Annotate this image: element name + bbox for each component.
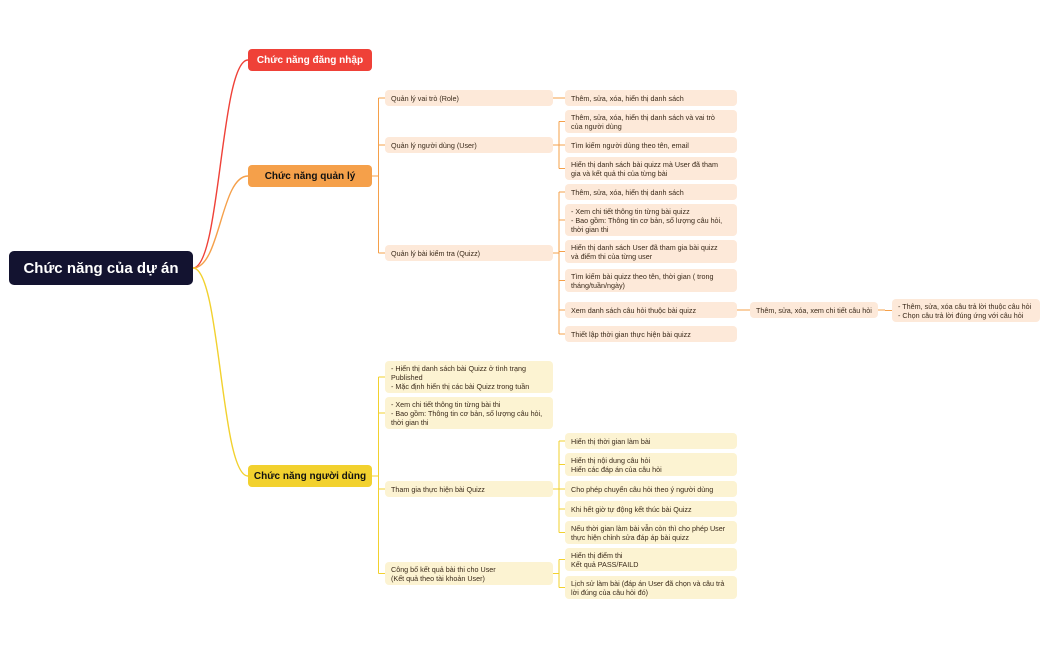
node-role-management[interactable]: Quản lý vai trò (Role) (385, 90, 553, 106)
node-quiz-detail[interactable]: - Xem chi tiết thông tin từng bài thi - … (385, 397, 553, 429)
branch-user[interactable]: Chức năng người dùng (248, 465, 372, 487)
link-root-login (192, 59, 249, 269)
item-quiz-timing[interactable]: Thiết lập thời gian thực hiện bài quizz (565, 326, 737, 342)
item-show-question[interactable]: Hiển thị nội dung câu hỏi Hiển các đáp á… (565, 453, 737, 476)
branch-login[interactable]: Chức năng đăng nhập (248, 49, 372, 71)
node-result[interactable]: Công bố kết quả bài thi cho User (Kết qu… (385, 562, 553, 585)
item-quiz-crud[interactable]: Thêm, sửa, xóa, hiển thị danh sách (565, 184, 737, 200)
item-user-quiz-history[interactable]: Hiển thị danh sách bài quizz mà User đã … (565, 157, 737, 180)
node-question-detail[interactable]: Thêm, sửa, xóa, xem chi tiết câu hỏi (750, 302, 878, 318)
root-node[interactable]: Chức năng của dự án (9, 251, 193, 285)
link-answer-detail (878, 309, 892, 311)
links-user (372, 376, 385, 574)
node-quiz-management[interactable]: Quản lý bài kiểm tra (Quizz) (385, 245, 553, 261)
link-root-manage (192, 175, 249, 269)
node-take-quiz[interactable]: Tham gia thực hiện bài Quizz (385, 481, 553, 497)
item-switch-question[interactable]: Cho phép chuyển câu hỏi theo ý người dùn… (565, 481, 737, 497)
links-quiz-mgmt (553, 191, 565, 335)
item-quiz-questions[interactable]: Xem danh sách câu hỏi thuộc bài quizz (565, 302, 737, 318)
node-quiz-list[interactable]: - Hiển thị danh sách bài Quizz ở tình tr… (385, 361, 553, 393)
item-quiz-detail[interactable]: - Xem chi tiết thông tin từng bài quizz … (565, 204, 737, 236)
links-result (553, 559, 565, 588)
item-role-crud[interactable]: Thêm, sửa, xóa, hiển thị danh sách (565, 90, 737, 106)
item-user-search[interactable]: Tìm kiếm người dùng theo tên, email (565, 137, 737, 153)
item-edit-answers[interactable]: Nếu thời gian làm bài vẫn còn thì cho ph… (565, 521, 737, 544)
item-auto-end[interactable]: Khi hết giờ tự động kết thúc bài Quizz (565, 501, 737, 517)
link-root-user (192, 267, 249, 477)
links-take-quiz (553, 440, 565, 533)
node-answer-detail[interactable]: - Thêm, sửa, xóa câu trả lời thuộc câu h… (892, 299, 1040, 322)
item-show-score[interactable]: Hiển thị điểm thi Kết quả PASS/FAILD (565, 548, 737, 571)
item-quiz-participants[interactable]: Hiển thị danh sách User đã tham gia bài … (565, 240, 737, 263)
item-show-time[interactable]: Hiển thị thời gian làm bài (565, 433, 737, 449)
item-history[interactable]: Lịch sử làm bài (đáp án User đã chọn và … (565, 576, 737, 599)
links-manage (372, 97, 385, 254)
node-user-management[interactable]: Quản lý người dùng (User) (385, 137, 553, 153)
links-user-mgmt (553, 121, 565, 169)
item-quiz-search[interactable]: Tìm kiếm bài quizz theo tên, thời gian (… (565, 269, 737, 292)
item-user-crud[interactable]: Thêm, sửa, xóa, hiển thị danh sách và va… (565, 110, 737, 133)
branch-manage[interactable]: Chức năng quản lý (248, 165, 372, 187)
